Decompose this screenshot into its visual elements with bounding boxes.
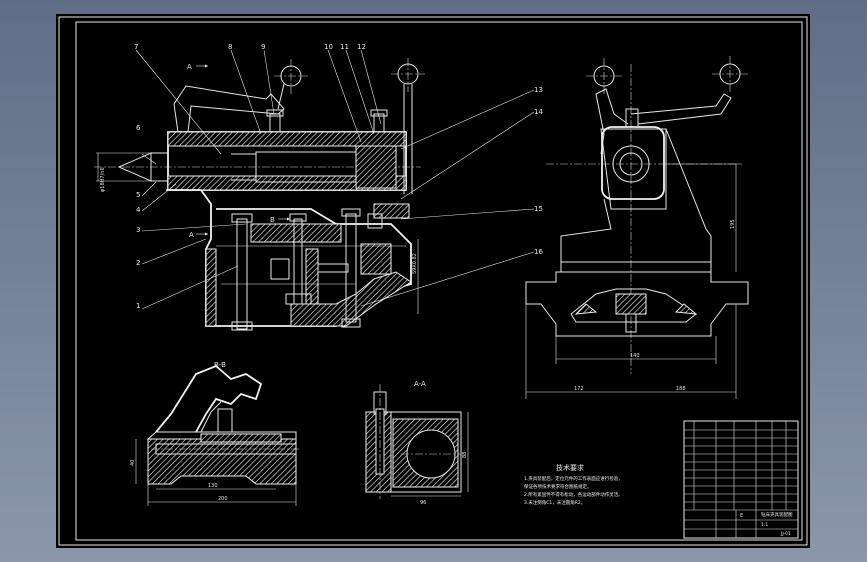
balloon-16: 16 <box>534 248 543 256</box>
view-arrow-b-label: B <box>270 216 275 224</box>
balloon-15: 15 <box>534 205 543 213</box>
title-block-scale: 1:1 <box>761 522 768 528</box>
side-left-dim: 172 <box>574 386 584 392</box>
title-block: 钻床夹具装配图 1:1 JJ-01 E <box>683 420 799 539</box>
notes-line-2: 保证各项技术要求符合图纸规定。 <box>524 483 592 490</box>
bb-width-dim: 130 <box>208 483 218 489</box>
balloon-12: 12 <box>357 43 366 51</box>
balloon-numbers: 1 2 3 4 5 6 7 8 9 10 11 12 13 14 15 16 <box>134 43 543 310</box>
balloon-5: 5 <box>136 191 140 199</box>
side-height-dim: 195 <box>730 219 736 229</box>
view-arrow-a-label: A <box>187 63 192 71</box>
notes-line-4: 3.未注倒角C1，未注圆角R2。 <box>524 499 585 506</box>
notes-title: 技术要求 <box>556 463 584 472</box>
section-bb-view: B-B 130 200 40 <box>130 361 301 506</box>
bore-fit-label: φ18H7/n6 <box>100 167 106 192</box>
balloon-8: 8 <box>228 43 232 51</box>
inner-frame <box>75 21 803 541</box>
view-arrow-a2-label: A <box>189 231 194 239</box>
assembly-drawing: S9X0.82 φ18H7/n6 A A B 1 2 3 4 <box>58 16 808 546</box>
side-right-dim: 188 <box>676 386 686 392</box>
bb-height-dim: 40 <box>130 460 136 466</box>
balloon-10: 10 <box>324 43 333 51</box>
side-width-dim: 140 <box>630 353 640 359</box>
balloon-14: 14 <box>534 108 543 116</box>
title-block-drawing-number: JJ-01 <box>780 531 791 537</box>
outer-frame <box>58 16 808 546</box>
balloon-7: 7 <box>134 43 138 51</box>
section-aa-label: A-A <box>414 380 426 388</box>
balloon-4: 4 <box>136 206 141 214</box>
notes-line-1: 1.夹具装配后，定位元件的工作表面应进行检验， <box>524 475 623 482</box>
side-view: 140 172 188 195 <box>525 56 749 399</box>
balloon-2: 2 <box>136 259 140 267</box>
balloon-13: 13 <box>534 86 543 94</box>
technical-notes: 技术要求 1.夹具装配后，定位元件的工作表面应进行检验， 保证各项技术要求符合图… <box>524 463 623 506</box>
balloon-11: 11 <box>340 43 349 51</box>
main-section-view: S9X0.82 φ18H7/n6 A A B <box>94 58 425 331</box>
thread-dim-label: S9X0.82 <box>412 253 418 274</box>
aa-width-dim: 96 <box>420 500 426 506</box>
section-bb-label: B-B <box>214 361 226 369</box>
balloon-3: 3 <box>136 226 140 234</box>
balloon-1: 1 <box>136 302 140 310</box>
title-block-mark: E <box>740 513 743 519</box>
balloon-leaders <box>135 49 535 310</box>
title-block-drawing-title: 钻床夹具装配图 <box>761 511 793 518</box>
notes-line-3: 2.所有紧固件不得有松动，各运动部件动作灵活。 <box>524 491 623 498</box>
bb-total-dim: 200 <box>218 496 228 502</box>
aa-height-dim: 88 <box>462 452 468 458</box>
balloon-6: 6 <box>136 124 141 132</box>
section-aa-view: A-A 88 96 <box>365 380 469 506</box>
balloon-9: 9 <box>261 43 265 51</box>
drawing-sheet: S9X0.82 φ18H7/n6 A A B 1 2 3 4 <box>56 14 810 548</box>
